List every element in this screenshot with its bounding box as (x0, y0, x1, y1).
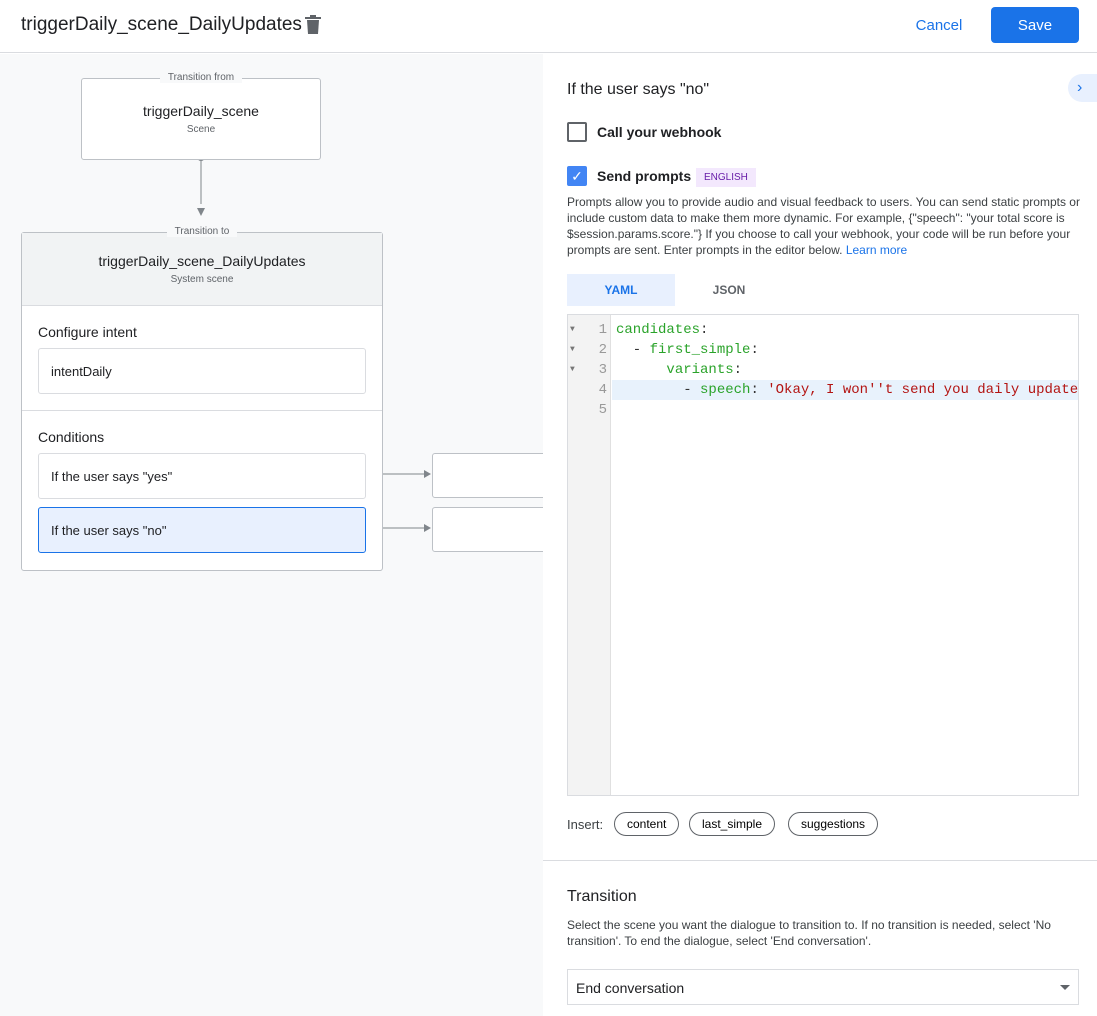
transition-description: Select the scene you want the dialogue t… (567, 918, 1051, 948)
code-editor[interactable]: ▼ 1 ▼ 2 ▼ 3 4 5 candidates: - first_simple:… (567, 314, 1079, 796)
target-node-no[interactable] (432, 507, 552, 552)
header: triggerDaily_scene_DailyUpdates Cancel S… (0, 0, 1097, 53)
condition-panel: › If the user says "no" Call your webhoo… (543, 54, 1097, 1016)
transition-to-node: Transition to triggerDaily_scene_DailyUp… (21, 226, 383, 571)
code-line: candidates: (616, 322, 709, 338)
line-number: 3 (598, 362, 607, 378)
scene-name: triggerDaily_scene_DailyUpdates (98, 253, 306, 269)
send-prompts-label: Send prompts (597, 168, 692, 184)
cancel-button[interactable]: Cancel (900, 8, 978, 42)
insert-label: Insert: (567, 817, 604, 832)
webhook-label: Call your webhook (597, 124, 722, 140)
fold-icon[interactable]: ▼ (570, 345, 575, 354)
page-title: triggerDaily_scene_DailyUpdates (21, 14, 302, 35)
insert-suggestions-chip[interactable]: suggestions (788, 812, 879, 836)
line-number: 4 (598, 382, 607, 398)
webhook-checkbox[interactable] (567, 122, 587, 142)
intent-item[interactable]: intentDaily (38, 348, 366, 394)
line-number: 1 (598, 322, 607, 338)
flow-canvas: Transition from triggerDaily_scene Scene… (0, 54, 552, 1016)
description-text: Prompts allow you to provide audio and v… (567, 195, 1080, 257)
code-line-active: - speech: 'Okay, I won''t send you daily… (612, 380, 1078, 400)
transition-from-node[interactable]: Transition from triggerDaily_scene Scene (81, 72, 321, 160)
scene-name: triggerDaily_scene (143, 103, 259, 119)
selected-value: End conversation (576, 980, 685, 996)
send-prompts-checkbox[interactable]: ✓ (567, 166, 587, 186)
insert-last-simple-chip[interactable]: last_simple (689, 812, 776, 836)
line-number: 2 (598, 342, 607, 358)
panel-title: If the user says "no" (567, 81, 710, 98)
save-button[interactable]: Save (991, 7, 1079, 43)
dropdown-arrow-icon (1060, 985, 1070, 990)
transition-to-label: Transition to (166, 226, 238, 237)
insert-content-chip[interactable]: content (614, 812, 680, 836)
fold-icon[interactable]: ▼ (570, 325, 575, 334)
fold-icon[interactable]: ▼ (570, 365, 575, 374)
code-line: variants: (666, 362, 743, 378)
transition-title: Transition (567, 888, 637, 905)
conditions-label: Conditions (38, 429, 105, 445)
line-gutter: ▼ 1 ▼ 2 ▼ 3 4 5 (568, 315, 611, 795)
transition-from-label: Transition from (159, 72, 243, 83)
code-line: - first_simple: (616, 342, 759, 358)
prompts-description: Prompts allow you to provide audio and v… (567, 194, 1083, 258)
chevron-right-icon[interactable]: › (1068, 74, 1097, 102)
trash-icon[interactable] (305, 15, 321, 34)
scene-header: triggerDaily_scene_DailyUpdates System s… (22, 233, 382, 306)
scene-type: Scene (186, 124, 216, 135)
language-badge: ENGLISH (696, 168, 756, 187)
condition-no[interactable]: If the user says "no" (38, 507, 366, 553)
transition-select[interactable]: End conversation (567, 969, 1079, 1005)
scene-type: System scene (170, 274, 234, 285)
target-node-yes[interactable] (432, 453, 552, 498)
tab-yaml[interactable]: YAML (567, 274, 675, 306)
learn-more-link[interactable]: Learn more (845, 243, 908, 257)
configure-intent-label: Configure intent (38, 324, 137, 340)
line-number: 5 (598, 402, 607, 418)
condition-yes[interactable]: If the user says "yes" (38, 453, 366, 499)
tab-json[interactable]: JSON (712, 283, 746, 297)
